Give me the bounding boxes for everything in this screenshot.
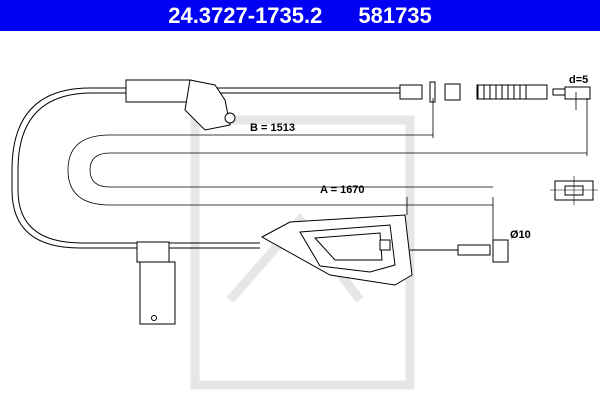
triangle-bracket (260, 214, 413, 286)
diameter-label: Ø10 (510, 229, 531, 241)
top-end-fitting (399, 81, 591, 103)
dimension-a-label: A = 1670 (320, 184, 365, 196)
part-number: 24.3727-1735.2 (168, 2, 323, 28)
upper-bracket (125, 79, 236, 131)
cable (11, 87, 490, 251)
title-bar: 24.3727-1735.2 581735 (0, 0, 600, 31)
dimension-lines (406, 92, 588, 240)
dimension-d-label: d=5 (569, 74, 588, 86)
reference-number: 581735 (358, 2, 432, 28)
inner-loop (67, 134, 587, 206)
section-symbol (550, 176, 598, 205)
dimension-b-label: B = 1513 (250, 122, 295, 134)
lower-bracket (136, 241, 176, 325)
bottom-end-fitting (457, 239, 509, 263)
